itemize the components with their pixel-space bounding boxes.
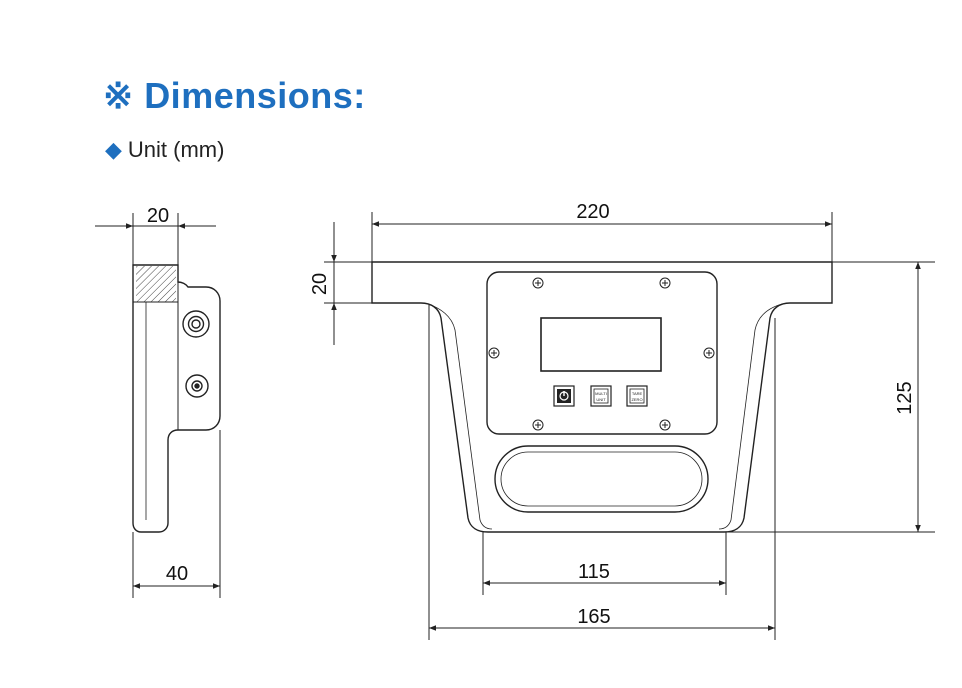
- front-width-label: 220: [576, 201, 609, 223]
- tare-zero-button: TARE ZERO: [626, 385, 648, 407]
- multi-unit-line2: UNIT: [596, 397, 606, 402]
- diamond-icon: ◆: [105, 137, 122, 162]
- front-dimension-height: [724, 261, 935, 533]
- front-dimension-bottom: [428, 305, 776, 640]
- power-button: [553, 385, 575, 407]
- panel-screws: [488, 277, 715, 431]
- side-view: [132, 264, 221, 533]
- tare-zero-line1: TARE: [632, 391, 643, 396]
- title-text: Dimensions: [144, 75, 354, 116]
- front-thickness-label: 20: [309, 273, 331, 295]
- title-colon: :: [353, 75, 366, 116]
- front-dimension-width: [371, 212, 833, 262]
- page-title: ※ Dimensions:: [103, 75, 366, 117]
- multi-unit-button: MULTI UNIT: [590, 385, 612, 407]
- side-top-width-label: 20: [147, 205, 169, 227]
- unit-note: ◆Unit (mm): [105, 137, 224, 163]
- front-height-label: 125: [894, 381, 916, 414]
- front-dimension-thickness: [324, 222, 372, 345]
- tare-zero-line2: ZERO: [631, 397, 642, 402]
- unit-text: Unit (mm): [127, 137, 225, 162]
- front-handle-width-label: 115: [578, 561, 610, 583]
- side-dimension-bottom: [132, 430, 221, 598]
- reference-mark: ※: [103, 75, 134, 116]
- side-dimension-top: [95, 213, 216, 268]
- front-dimension-handle: [482, 532, 727, 595]
- multi-unit-line1: MULTI: [595, 391, 607, 396]
- side-bottom-width-label: 40: [166, 563, 188, 585]
- front-bottom-width-label: 165: [577, 606, 610, 628]
